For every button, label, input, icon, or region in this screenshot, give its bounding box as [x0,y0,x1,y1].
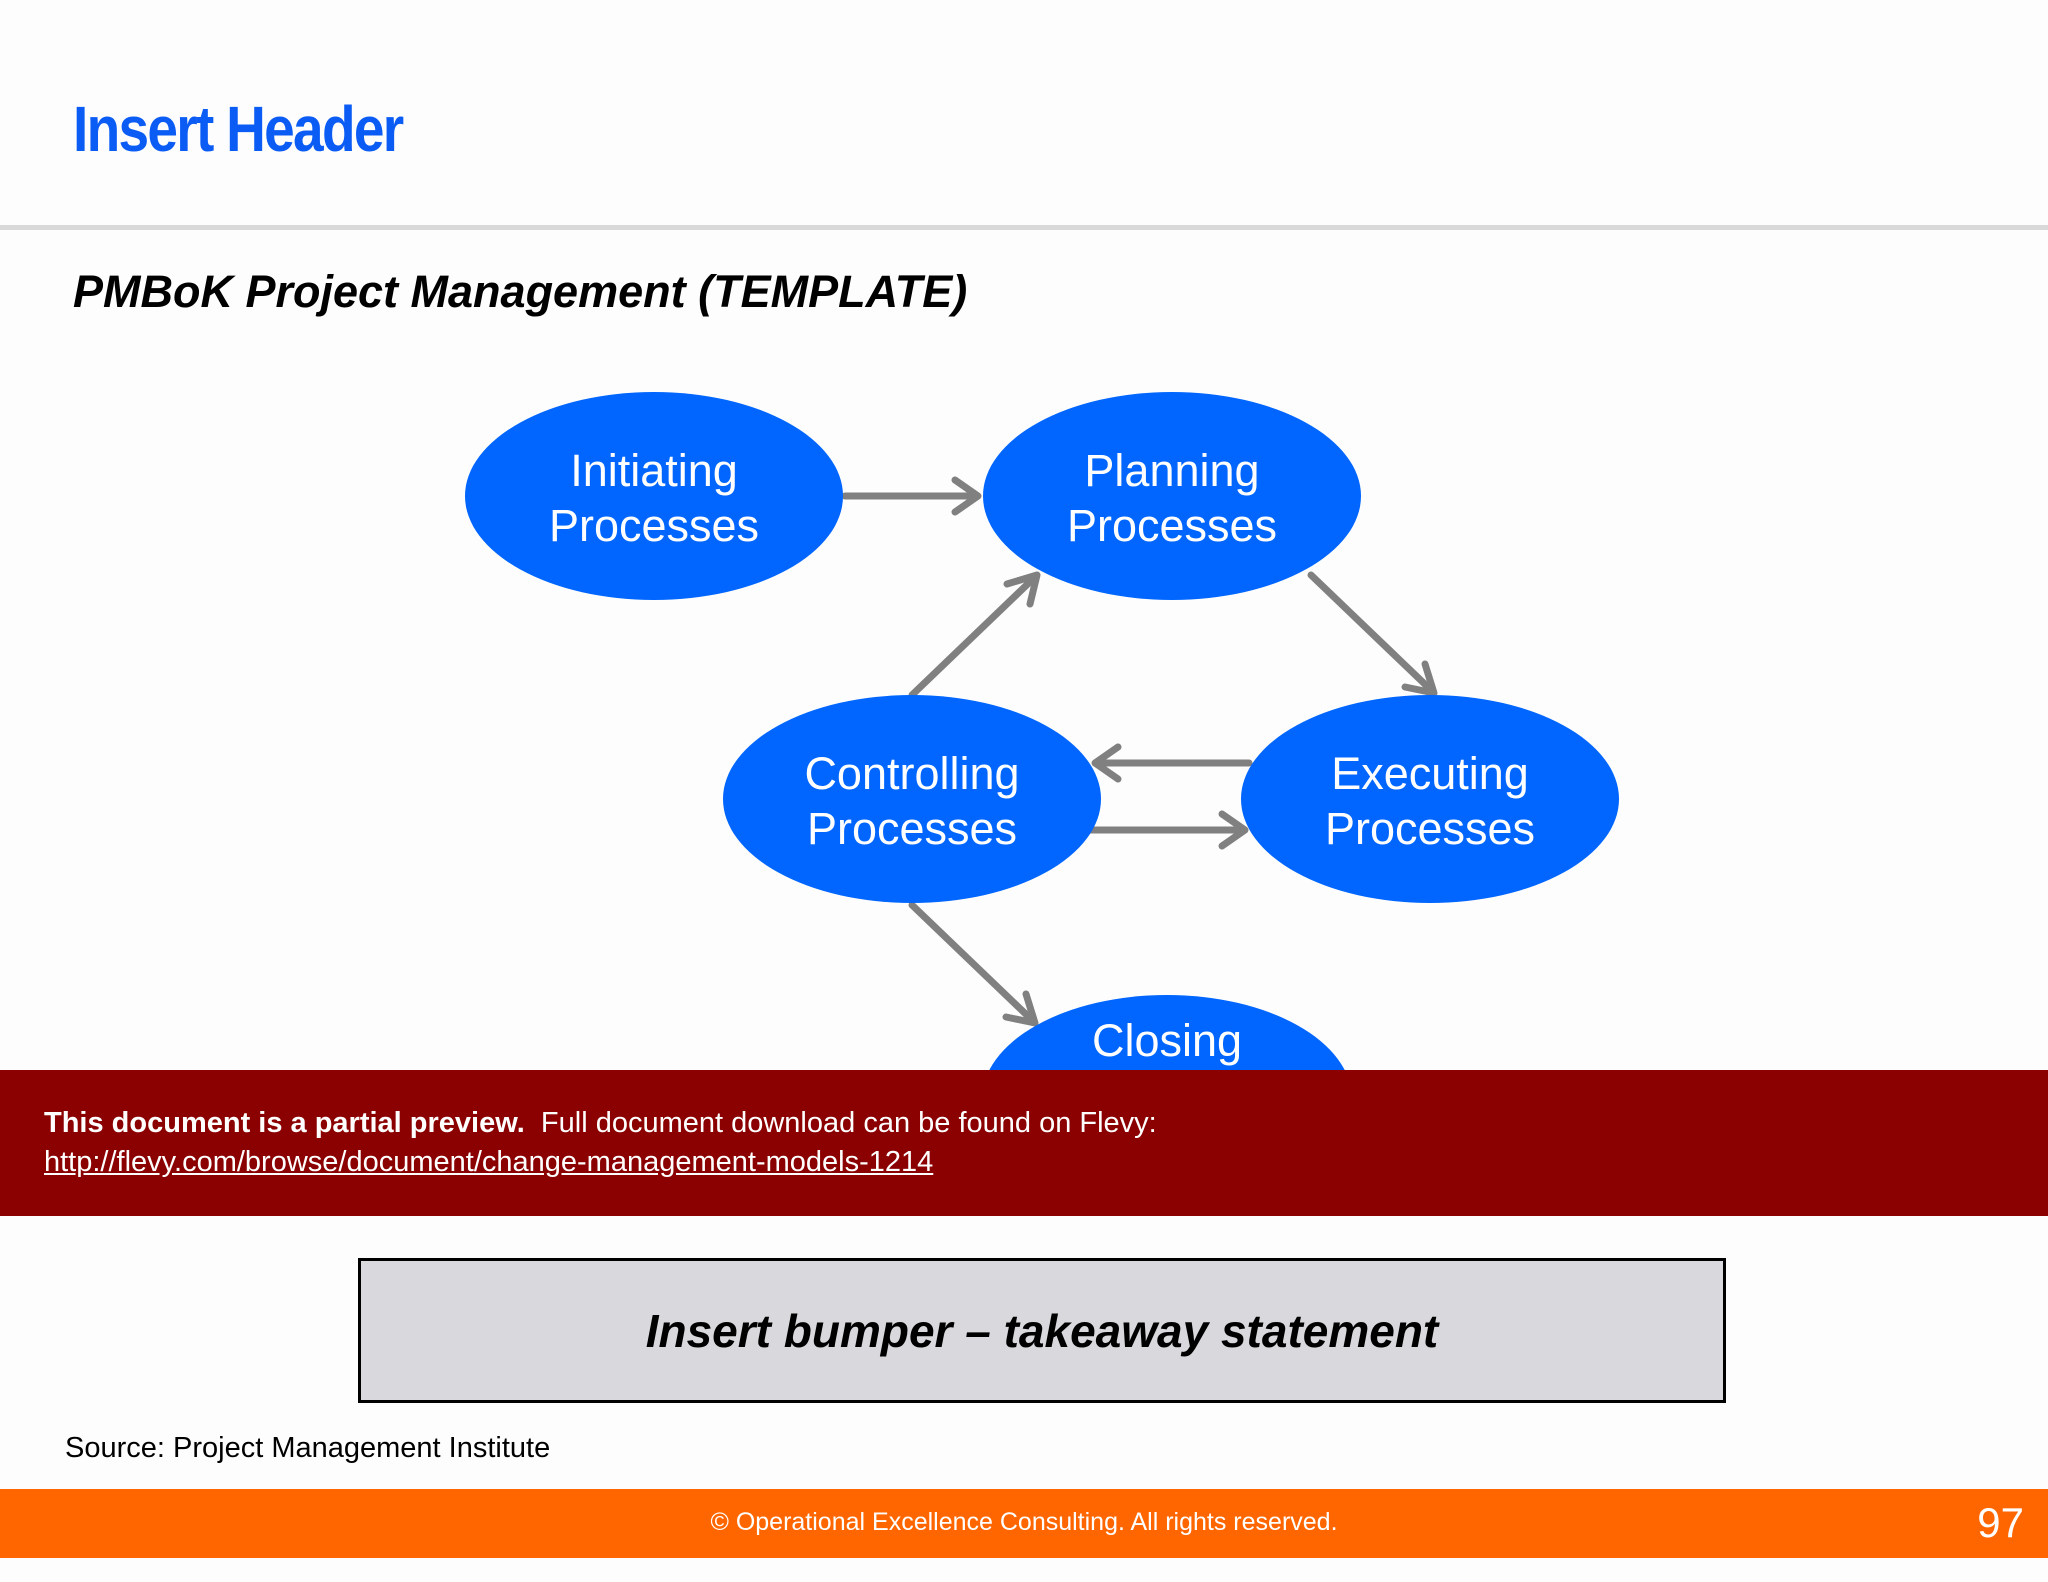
header-divider [0,225,2048,230]
node-label: Closing [1092,1015,1242,1066]
node-planning [983,392,1361,600]
node-initiating [465,392,843,600]
node-label: Processes [807,803,1017,854]
node-controlling [723,695,1101,903]
node-label: Controlling [804,748,1019,799]
arrow-controlling-to-closing [908,901,1037,1025]
preview-banner: This document is a partial preview. Full… [0,1070,2048,1216]
node-label: Processes [1067,500,1277,551]
copyright-text: © Operational Excellence Consulting. All… [710,1508,1338,1536]
arrowhead-executing-to-controlling [1091,743,1122,783]
arrowhead-controlling-to-planning [1003,571,1041,608]
arrowhead-controlling-to-closing [1002,990,1039,1027]
node-label: Planning [1084,445,1259,496]
banner-bold-text: This document is a partial preview. [44,1107,525,1139]
node-label: Processes [549,500,759,551]
node-label: Initiating [570,445,738,496]
footer-bar: © Operational Excellence Consulting. All… [0,1489,2048,1558]
node-label: Executing [1331,748,1529,799]
arrowhead-planning-to-executing [1401,660,1438,697]
page-header-title: Insert Header [73,93,404,165]
banner-text: Full document download can be found on F… [540,1107,1157,1139]
node-label: Processes [1325,803,1535,854]
arrow-controlling-to-planning [908,573,1039,699]
arrowhead-controlling-to-executing [1218,810,1249,850]
flevy-download-link[interactable]: http://flevy.com/browse/document/change-… [44,1146,934,1178]
bumper-text: Insert bumper – takeaway statement [645,1304,1439,1357]
page-number: 97 [1977,1499,2024,1546]
source-note: Source: Project Management Institute [65,1432,551,1464]
arrow-planning-to-executing [1307,571,1436,695]
slide-subtitle: PMBoK Project Management (TEMPLATE) [73,266,968,317]
bumper-statement-box: Insert bumper – takeaway statement [358,1258,1726,1403]
arrowhead-initiating-to-planning [951,476,982,516]
node-executing [1241,695,1619,903]
